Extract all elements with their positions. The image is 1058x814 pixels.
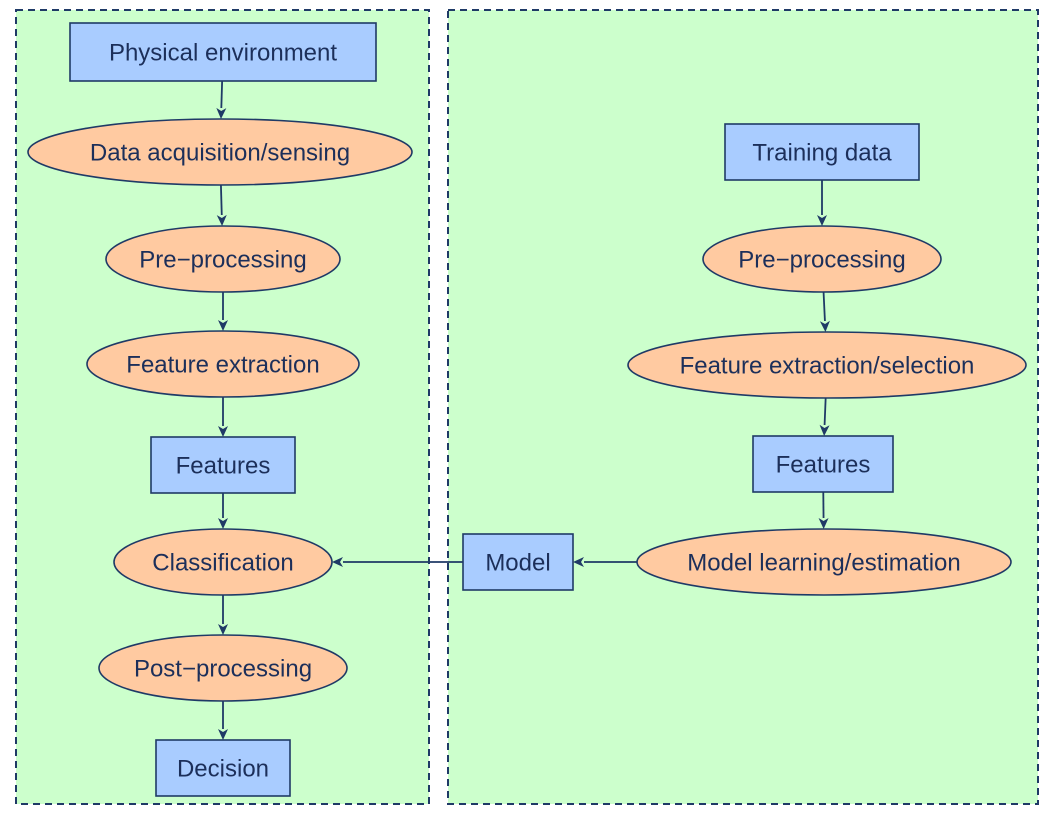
arrow-head-icon [218, 320, 228, 331]
edge-feature-extraction-selection-to-features-right [819, 397, 830, 436]
node-post-processing: Post−processing [98, 634, 348, 702]
node-label: Features [176, 453, 271, 480]
node-pre-processing-left: Pre−processing [105, 225, 341, 293]
process-ellipse [27, 118, 413, 186]
edge-model-learning-to-model [573, 557, 637, 567]
edge-data-acquisition-to-pre-processing-left [216, 184, 227, 227]
node-model-learning: Model learning/estimation [636, 528, 1012, 596]
node-feature-extraction: Feature extraction [86, 330, 360, 398]
edges-layer [216, 80, 830, 740]
edge-line [823, 397, 827, 426]
process-ellipse [86, 330, 360, 398]
process-ellipse [702, 225, 942, 293]
process-ellipse [113, 528, 333, 596]
arrow-head-icon [216, 107, 227, 120]
arrow-head-icon [216, 214, 227, 227]
edge-line [220, 184, 223, 216]
node-label: Features [776, 452, 871, 479]
edge-feature-extraction-to-features-left [218, 397, 228, 437]
arrow-head-icon [819, 424, 830, 436]
edge-model-to-classification [332, 557, 463, 567]
edge-pre-processing-left-to-feature-extraction [218, 292, 228, 331]
process-ellipse [636, 528, 1012, 596]
node-model: Model [462, 533, 574, 591]
edge-features-right-to-model-learning [818, 491, 829, 530]
arrow-head-icon [818, 517, 829, 530]
node-label: Post−processing [134, 656, 312, 683]
edge-features-left-to-classification [218, 493, 228, 529]
data-box [724, 123, 920, 181]
arrow-head-icon [218, 518, 228, 529]
node-label: Physical environment [109, 40, 337, 67]
node-label: Data acquisition/sensing [90, 140, 350, 167]
edge-post-processing-to-decision [218, 701, 228, 740]
node-label: Model learning/estimation [687, 550, 960, 577]
data-box [155, 739, 291, 797]
node-label: Classification [152, 550, 293, 577]
process-ellipse [627, 331, 1027, 399]
node-features-right: Features [752, 435, 894, 493]
data-box [752, 435, 894, 493]
arrow-head-icon [817, 215, 827, 226]
node-pre-processing-right: Pre−processing [702, 225, 942, 293]
data-box [462, 533, 574, 591]
node-label: Training data [752, 140, 892, 167]
edge-pre-processing-right-to-feature-extraction-selection [819, 291, 830, 333]
node-label: Model [485, 550, 550, 577]
edge-training-data-to-pre-processing-right [817, 180, 827, 226]
node-label: Feature extraction [126, 352, 319, 379]
process-ellipse [105, 225, 341, 293]
arrow-head-icon [332, 557, 343, 567]
node-label: Pre−processing [738, 247, 905, 274]
node-label: Pre−processing [139, 247, 306, 274]
data-box [150, 436, 296, 494]
process-ellipse [98, 634, 348, 702]
arrow-head-icon [218, 426, 228, 437]
data-box [69, 22, 377, 82]
edge-line [220, 80, 224, 109]
edge-physical-environment-to-data-acquisition [216, 80, 227, 120]
arrow-head-icon [218, 729, 228, 740]
node-data-acquisition: Data acquisition/sensing [27, 118, 413, 186]
arrow-head-icon [573, 557, 584, 567]
arrow-head-icon [218, 624, 228, 635]
node-features-left: Features [150, 436, 296, 494]
node-classification: Classification [113, 528, 333, 596]
node-feature-extraction-selection: Feature extraction/selection [627, 331, 1027, 399]
node-training-data: Training data [724, 123, 920, 181]
edge-line [822, 291, 826, 322]
edge-classification-to-post-processing [218, 595, 228, 635]
node-label: Decision [177, 756, 269, 783]
node-label: Feature extraction/selection [680, 353, 975, 380]
node-physical-environment: Physical environment [69, 22, 377, 82]
arrow-head-icon [819, 320, 830, 333]
node-decision: Decision [155, 739, 291, 797]
